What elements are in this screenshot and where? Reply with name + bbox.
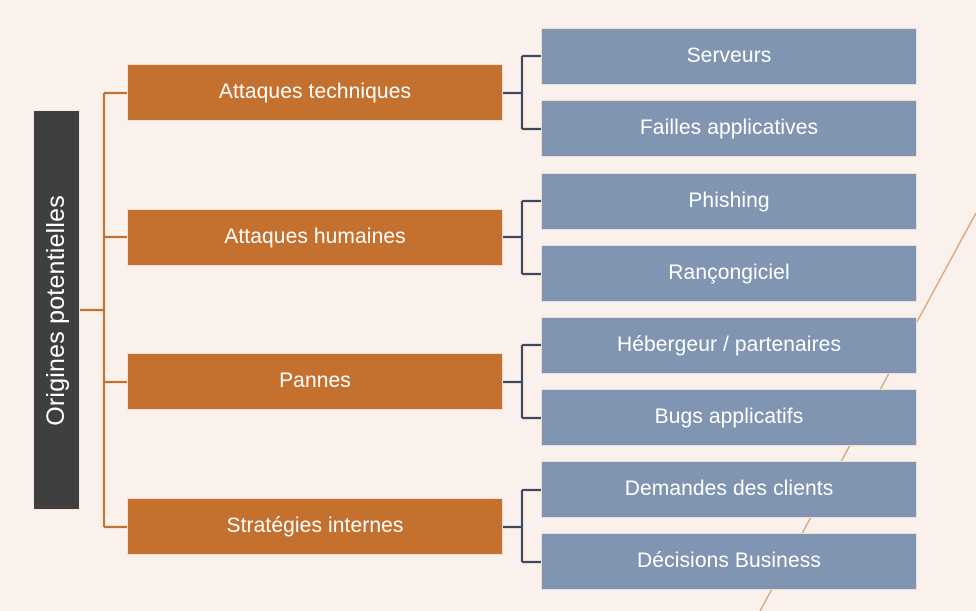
leaf-node-demandes-des-clients[interactable]: Demandes des clients	[541, 461, 917, 518]
leaf-node-label: Rançongiciel	[668, 261, 790, 285]
leaf-node-serveurs[interactable]: Serveurs	[541, 28, 917, 85]
leaf-node-label: Demandes des clients	[624, 477, 834, 501]
category-node-attaques-techniques[interactable]: Attaques techniques	[127, 64, 503, 121]
leaf-node-phishing[interactable]: Phishing	[541, 173, 917, 230]
leaf-node-label: Hébergeur / partenaires	[616, 333, 842, 357]
leaf-node-label: Phishing	[688, 189, 770, 213]
root-node-origines-potentielles[interactable]: Origines potentielles	[33, 110, 80, 510]
category-node-label: Attaques humaines	[224, 225, 406, 249]
leaf-node-rancongiciel[interactable]: Rançongiciel	[541, 245, 917, 302]
category-node-label: Pannes	[279, 369, 351, 393]
leaf-node-label: Serveurs	[686, 44, 772, 68]
leaf-node-label: Décisions Business	[637, 549, 821, 573]
leaf-node-label: Bugs applicatifs	[654, 405, 804, 429]
root-node-label: Origines potentielles	[42, 194, 71, 426]
category-node-label: Attaques techniques	[218, 80, 412, 104]
leaf-node-hebergeur-partenaires[interactable]: Hébergeur / partenaires	[541, 317, 917, 374]
leaf-node-bugs-applicatifs[interactable]: Bugs applicatifs	[541, 389, 917, 446]
category-node-attaques-humaines[interactable]: Attaques humaines	[127, 209, 503, 266]
category-node-pannes[interactable]: Pannes	[127, 353, 503, 410]
leaf-node-label: Failles applicatives	[639, 116, 819, 140]
category-node-strategies-internes[interactable]: Stratégies internes	[127, 498, 503, 555]
category-node-label: Stratégies internes	[226, 514, 404, 538]
leaf-node-failles-applicatives[interactable]: Failles applicatives	[541, 100, 917, 157]
leaf-node-decisions-business[interactable]: Décisions Business	[541, 533, 917, 590]
